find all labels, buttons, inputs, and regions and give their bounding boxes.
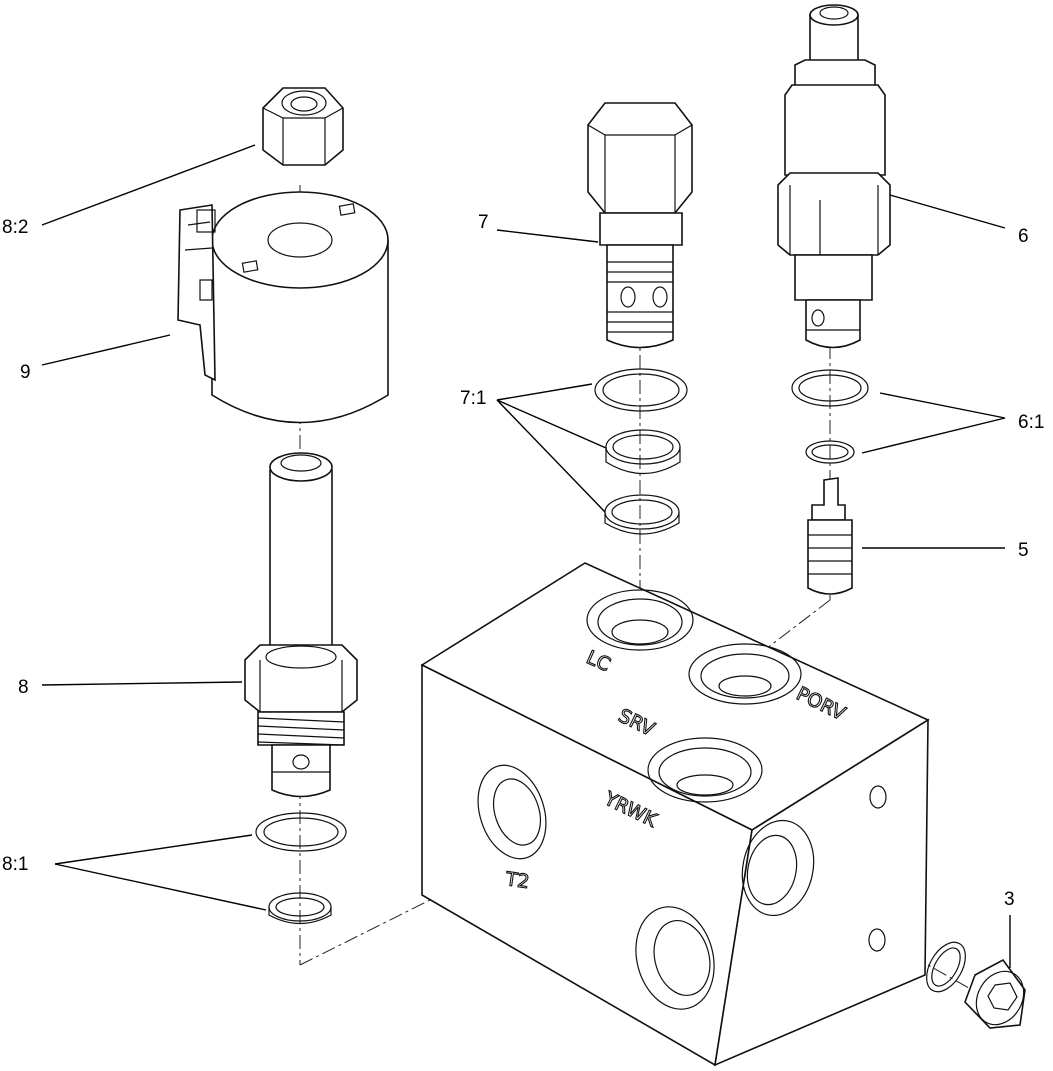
leader-lines: [41, 144, 1011, 968]
cartridge-valve-8-part: [244, 452, 358, 798]
cartridge-valve-7-part: [587, 102, 693, 349]
seals-8-1-part: [255, 812, 347, 924]
small-port-lower: [868, 928, 886, 952]
small-port-upper: [869, 785, 887, 809]
callout-5: 5: [1018, 540, 1029, 561]
seals-7-1-part: [594, 368, 688, 535]
callout-8-1: 8:1: [2, 854, 28, 875]
cartridge-valve-6-part: [777, 4, 891, 349]
solenoid-coil-part: [177, 191, 389, 424]
port-porv-bore: [688, 643, 802, 705]
callouts: 8:2 9 8 8:1 7 7:1 6 6:1 5 3: [2, 212, 1044, 910]
poppet-5-part: [807, 477, 853, 595]
callout-8-2: 8:2: [2, 217, 28, 238]
manifold-block: [420, 562, 930, 1067]
callout-6: 6: [1018, 226, 1029, 247]
callout-7-1: 7:1: [460, 388, 486, 409]
callout-9: 9: [20, 362, 31, 383]
nut-part: [262, 87, 344, 166]
callout-6-1: 6:1: [1018, 412, 1044, 433]
port-lc-bore: [586, 589, 694, 651]
port-t2-bore: [477, 764, 547, 860]
right-face-port-bore: [741, 819, 815, 917]
seals-6-1-part: [791, 369, 869, 464]
lower-face-port-bore: [635, 906, 715, 1010]
callout-7: 7: [478, 212, 489, 233]
callout-3: 3: [1004, 889, 1015, 910]
port-label-t2: T2: [503, 868, 531, 893]
callout-8: 8: [18, 677, 29, 698]
plug-3-part: [926, 941, 1026, 1029]
port-srv-bore: [647, 737, 763, 803]
